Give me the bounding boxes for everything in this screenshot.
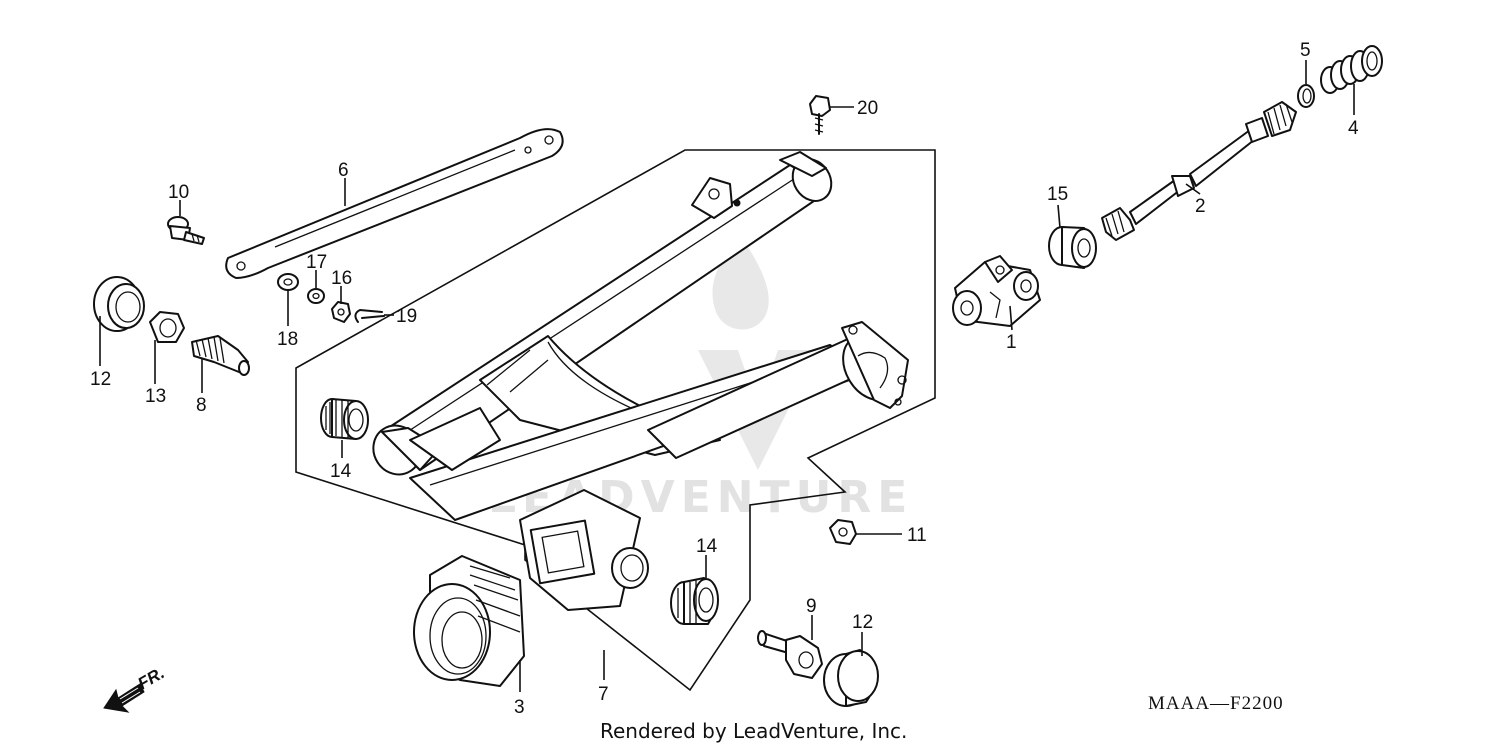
callout-19: 19	[396, 306, 417, 327]
cotter-pin-part-19	[354, 309, 385, 323]
callout-11: 11	[907, 525, 927, 546]
ring-part-5	[1297, 84, 1315, 108]
drive-shaft-part-2	[1101, 101, 1297, 241]
callout-6: 6	[338, 160, 349, 181]
callout-14-lower: 14	[696, 536, 718, 557]
dust-seal-part-12-left	[93, 276, 145, 332]
callout-7: 7	[598, 684, 609, 705]
cap-part-12-lower	[823, 649, 879, 707]
bearing-part-14-lower	[670, 577, 719, 625]
callouts: 6 10 12 13 8 18 17 16 19 14 14 7 3 9 12 …	[90, 40, 1359, 718]
bearing-part-15	[1048, 226, 1097, 269]
callout-16: 16	[331, 268, 352, 289]
washer-part-17	[307, 288, 325, 304]
spring-part-4	[1320, 45, 1383, 94]
bolt-part-10	[167, 216, 205, 245]
callout-10: 10	[168, 182, 189, 203]
callout-2: 2	[1195, 196, 1206, 217]
callout-12-lower: 12	[852, 612, 873, 633]
diagram-code: MAAA—F2200	[1148, 693, 1284, 714]
callout-17: 17	[306, 252, 327, 273]
rendered-credit: Rendered by LeadVenture, Inc.	[600, 719, 907, 743]
front-direction-indicator: FR.	[103, 663, 168, 713]
bearing-part-14-left	[320, 398, 369, 440]
callout-20: 20	[857, 98, 878, 119]
nut-part-11	[829, 519, 857, 545]
leader-lines	[99, 60, 1355, 692]
callout-15: 15	[1047, 184, 1068, 205]
callout-4: 4	[1348, 118, 1359, 139]
callout-12-left: 12	[90, 369, 111, 390]
callout-8: 8	[196, 395, 207, 416]
callout-13: 13	[145, 386, 166, 407]
bolt-part-20	[809, 95, 831, 135]
pivot-bolt-part-8	[191, 335, 250, 376]
callout-1: 1	[1006, 332, 1017, 353]
washer-part-18	[277, 273, 299, 291]
pivot-bolt-part-9	[757, 630, 823, 679]
boot-part-3	[413, 555, 525, 687]
torque-rod-part-6	[225, 128, 564, 279]
nut-part-16	[331, 301, 351, 323]
lock-nut-part-13	[149, 311, 185, 343]
callout-3: 3	[514, 697, 525, 718]
callout-18: 18	[277, 329, 298, 350]
swingarm-assembly-outline	[295, 149, 936, 692]
swingarm-part-7	[372, 151, 909, 611]
universal-joint-part-1	[952, 255, 1041, 327]
callout-9: 9	[806, 596, 817, 617]
callout-5: 5	[1300, 40, 1311, 61]
callout-14-left: 14	[330, 461, 352, 482]
